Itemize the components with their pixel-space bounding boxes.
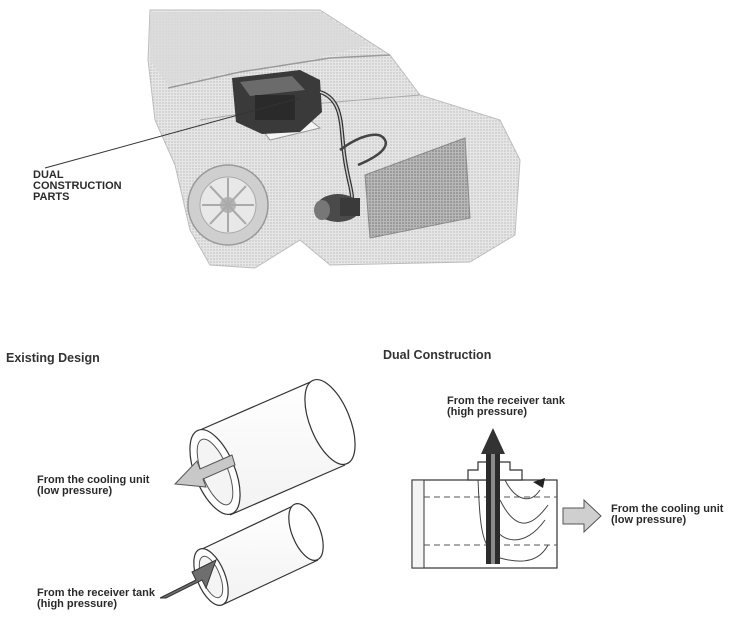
existing-design-figure — [159, 379, 356, 606]
dual-inlet-label-line-2: (high pressure) — [447, 406, 528, 418]
high-pressure-up-arrow — [481, 428, 505, 454]
car-illustration — [147, 9, 521, 269]
dual-inlet-label: From the receiver tank (high pressure) — [447, 396, 565, 418]
low-pressure-right-arrow — [562, 498, 602, 534]
callout-label: DUAL CONSTRUCTION PARTS — [33, 170, 122, 203]
existing-inlet-label-line-2: (high pressure) — [37, 598, 118, 610]
dual-outlet-label: From the cooling unit (low pressure) — [611, 504, 723, 526]
dual-outlet-label-line-2: (low pressure) — [611, 514, 687, 526]
existing-outlet-label-line-2: (low pressure) — [37, 485, 113, 497]
low-pressure-pipe — [189, 379, 356, 516]
callout-line-2: CONSTRUCTION — [33, 180, 122, 192]
callout-line-3: PARTS — [33, 191, 70, 203]
high-pressure-pipe — [193, 503, 324, 606]
dual-outlet-label-line-1: From the cooling unit — [611, 503, 724, 515]
high-pressure-inlet-arrow — [159, 558, 217, 599]
existing-outlet-label-line-1: From the cooling unit — [37, 474, 150, 486]
dual-construction-figure — [411, 428, 602, 569]
existing-outlet-label: From the cooling unit (low pressure) — [37, 475, 149, 497]
existing-design-heading: Existing Design — [6, 351, 100, 365]
existing-inlet-label: From the receiver tank (high pressure) — [37, 588, 155, 610]
existing-inlet-label-line-1: From the receiver tank — [37, 587, 155, 599]
dual-inlet-label-line-1: From the receiver tank — [447, 395, 565, 407]
low-pressure-outlet-arrow — [173, 454, 236, 488]
dual-construction-heading: Dual Construction — [383, 348, 492, 362]
callout-leader-line — [44, 97, 301, 169]
callout-line-1: DUAL — [33, 169, 64, 181]
